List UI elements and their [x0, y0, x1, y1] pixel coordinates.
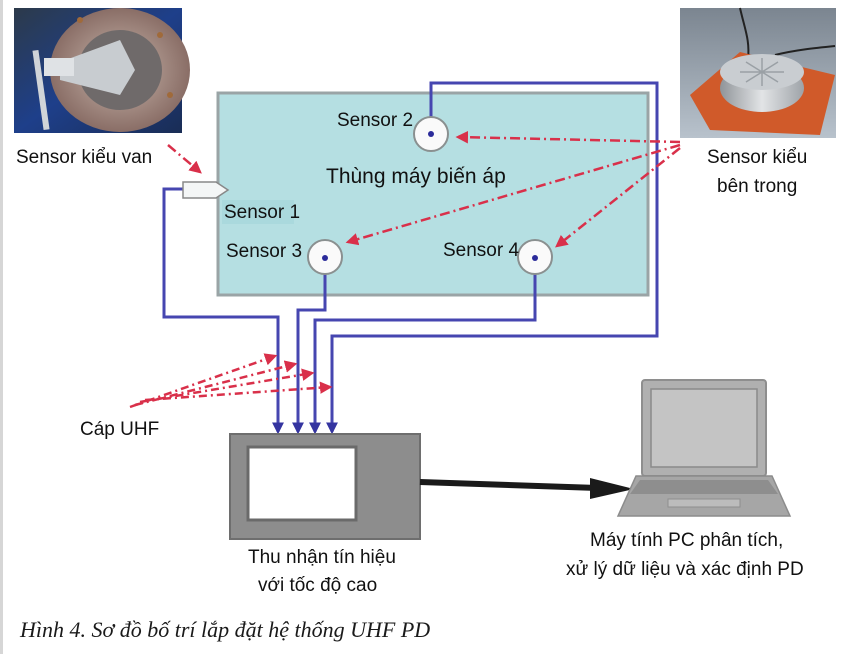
sensor-2-center — [428, 131, 434, 137]
sensor-1-label: Sensor 1 — [224, 202, 300, 223]
internal-sensor-label-line2: bên trong — [717, 176, 797, 197]
uhf-cable-pointers — [129, 353, 333, 409]
pc-label-line1: Máy tính PC phân tích, — [590, 530, 783, 551]
valve-sensor-photo — [14, 8, 190, 133]
laptop-icon — [616, 379, 792, 517]
signal-arrows — [167, 130, 681, 248]
acquisition-device — [229, 433, 421, 540]
valve-sensor-label: Sensor kiểu van — [16, 147, 152, 168]
acquisition-screen — [246, 445, 358, 522]
sensor-3-center — [322, 255, 328, 261]
sensor-1-label-bg — [222, 200, 294, 224]
wire-sensor-1 — [162, 187, 284, 435]
data-link-arrow — [419, 478, 634, 499]
wire-sensor-3 — [292, 258, 327, 435]
uhf-cable-label: Cáp UHF — [80, 419, 159, 440]
sensor-4-center — [532, 255, 538, 261]
sensor-wires — [162, 81, 659, 435]
pc-label-line2: xử lý dữ liệu và xác định PD — [566, 559, 804, 580]
sensor-2-label: Sensor 2 — [337, 110, 413, 131]
sensor-1-probe — [182, 181, 230, 199]
wire-sensor-4 — [309, 258, 537, 435]
signal-internal-to-sensor-3 — [345, 143, 681, 246]
sensor-3-label: Sensor 3 — [226, 241, 302, 262]
wire-sensor-2 — [326, 81, 659, 435]
tank-label: Thùng máy biến áp — [326, 165, 506, 188]
signal-valve-to-sensor-1 — [167, 144, 202, 174]
signal-internal-to-sensor-2 — [455, 130, 681, 144]
sensor-4-label: Sensor 4 — [443, 240, 519, 261]
signal-internal-to-sensor-4 — [555, 147, 681, 248]
acquisition-label-line1: Thu nhận tín hiệu — [248, 547, 396, 568]
acquisition-label-line2: với tốc độ cao — [258, 575, 377, 596]
internal-sensor-label-line1: Sensor kiểu — [707, 147, 807, 168]
figure-caption: Hình 4. Sơ đồ bố trí lắp đặt hệ thống UH… — [19, 617, 430, 642]
internal-sensor-photo — [680, 7, 836, 138]
